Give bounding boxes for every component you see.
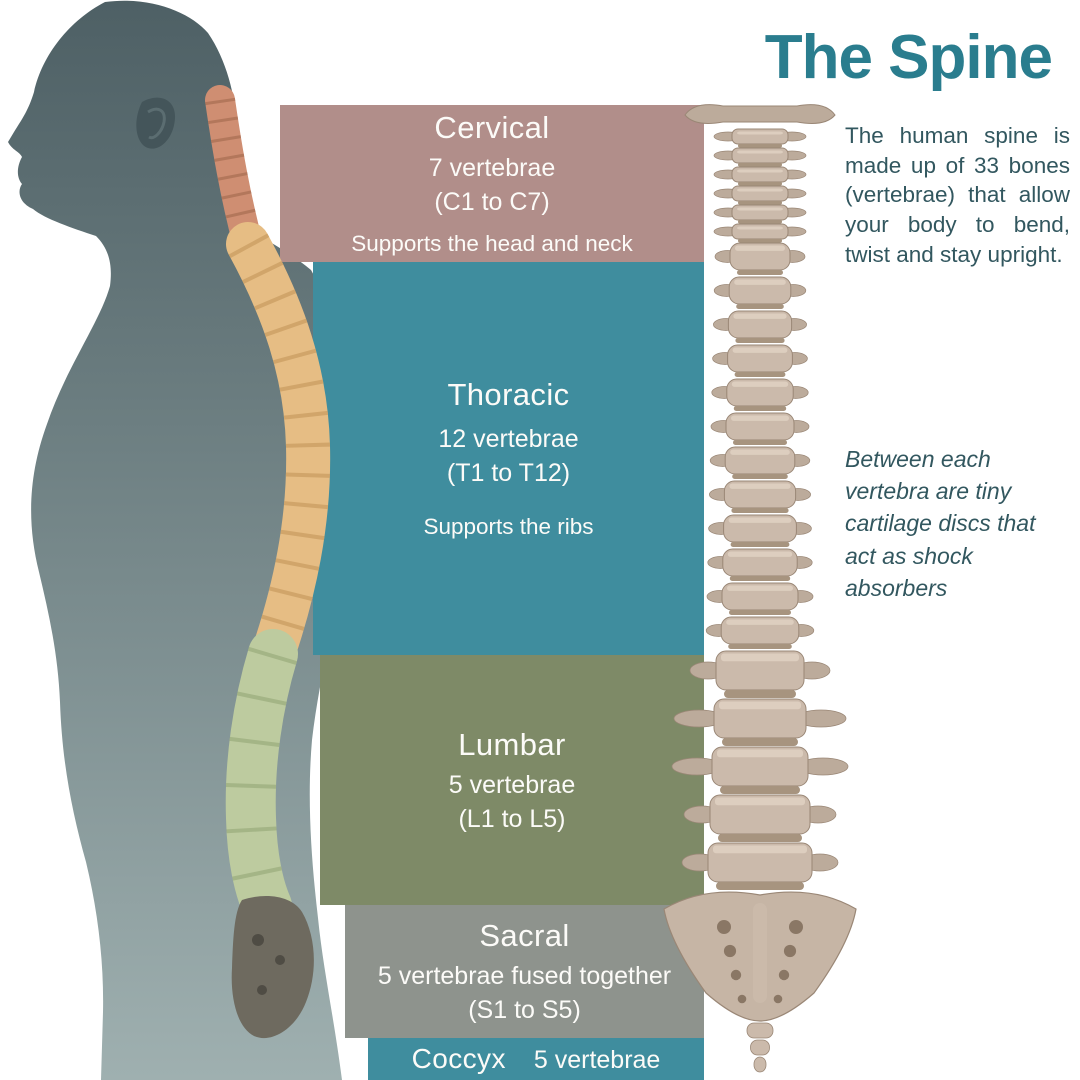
cervical-name: Cervical bbox=[434, 110, 550, 145]
sacral-count: 5 vertebrae fused together bbox=[377, 962, 672, 990]
sacral-name: Sacral bbox=[479, 918, 570, 953]
cervical-desc: Supports the head and neck bbox=[351, 231, 633, 256]
sacral-range: (S1 to S5) bbox=[468, 996, 581, 1024]
lumbar-name: Lumbar bbox=[458, 726, 566, 762]
side-spine-illustration bbox=[205, 85, 331, 1039]
cervical-range: (C1 to C7) bbox=[434, 188, 550, 216]
note-paragraph: Between each vertebra are tiny cartilage… bbox=[845, 446, 1036, 601]
coccyx-count: 5 vertebrae bbox=[533, 1045, 661, 1074]
ear-shape bbox=[136, 97, 176, 149]
intro-paragraph: The human spine is made up of 33 bones (… bbox=[845, 123, 1070, 267]
thoracic-name: Thoracic bbox=[447, 377, 570, 412]
lumbar-count: 5 vertebrae bbox=[448, 770, 576, 799]
coccyx-name: Coccyx bbox=[411, 1043, 506, 1074]
section-band-coccyx: Coccyx 5 vertebrae bbox=[368, 1038, 704, 1080]
thoracic-desc: Supports the ribs bbox=[423, 514, 594, 539]
section-band-cervical: Cervical 7 vertebrae (C1 to C7) Supports… bbox=[280, 105, 704, 262]
lumbar-range: (L1 to L5) bbox=[458, 804, 566, 833]
front-spine-illustration bbox=[663, 104, 857, 1073]
cervical-count: 7 vertebrae bbox=[428, 154, 556, 182]
section-band-lumbar: Lumbar 5 vertebrae (L1 to L5) bbox=[320, 655, 704, 905]
page-title: The Spine bbox=[764, 23, 1053, 92]
thoracic-count: 12 vertebrae bbox=[438, 425, 579, 453]
section-band-thoracic: Thoracic 12 vertebrae (T1 to T12) Suppor… bbox=[313, 262, 704, 655]
thoracic-range: (T1 to T12) bbox=[446, 459, 571, 487]
section-band-sacral: Sacral 5 vertebrae fused together (S1 to… bbox=[345, 905, 704, 1038]
